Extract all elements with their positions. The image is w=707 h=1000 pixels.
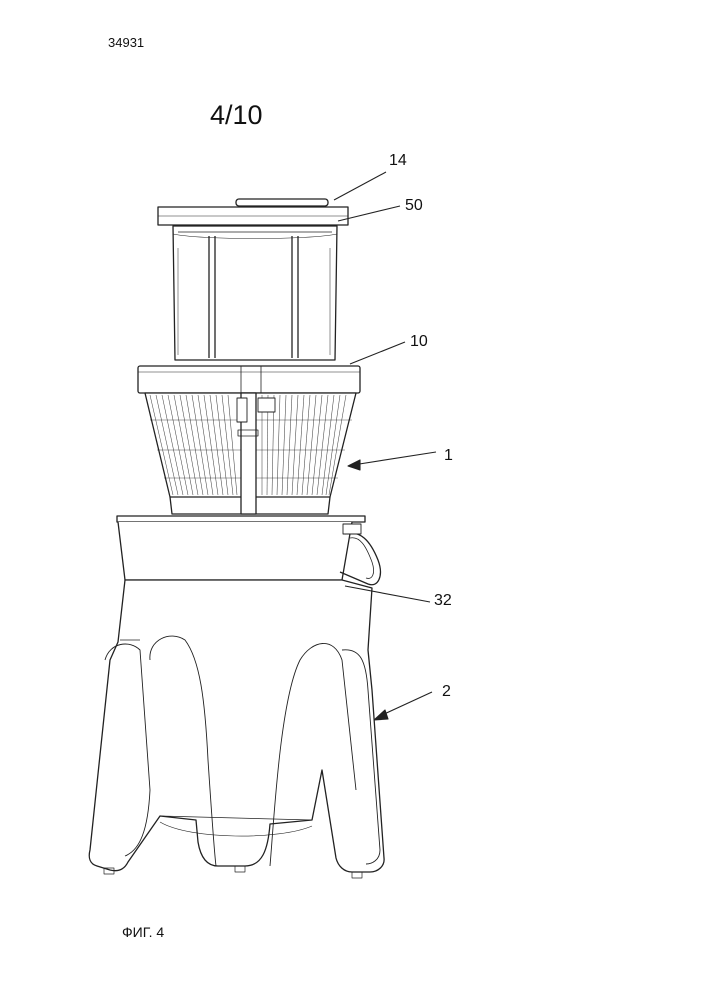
ref-label-1: 1 [444,447,453,465]
base-housing [89,580,384,878]
feeding-tube [173,226,337,360]
upper-ring [138,366,360,393]
filter-basket [145,393,356,514]
ref-label-32: 32 [434,592,452,610]
ref-label-10: 10 [410,333,428,351]
figure-caption: ФИГ. 4 [122,924,164,940]
ref-label-14: 14 [389,152,407,170]
ref-label-2: 2 [442,683,451,701]
juice-container [117,516,380,585]
ref-label-50: 50 [405,197,423,215]
top-cap [236,199,328,206]
